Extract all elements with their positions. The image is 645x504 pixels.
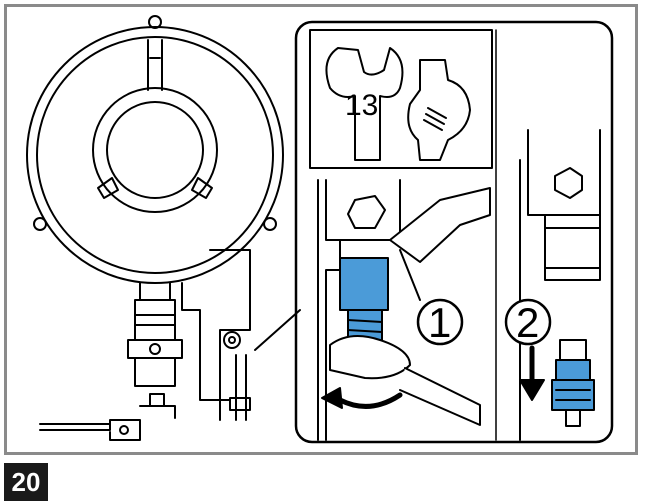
detail-panel (294, 20, 614, 444)
step1-illustration (317, 179, 491, 441)
burner-illustration: 13 1 (26, 15, 614, 444)
callout-2-label: 2 (516, 299, 539, 346)
rotate-arrow-icon (337, 392, 403, 409)
callout-1-label: 1 (428, 299, 451, 346)
adjustable-wrench-icon (407, 59, 471, 161)
open-end-wrench-icon (325, 47, 404, 161)
burner-assembly (26, 15, 301, 441)
step2-illustration (519, 129, 601, 441)
step-number-badge: 20 (4, 463, 48, 501)
callout-2-circle (504, 298, 552, 346)
wrench-size-label: 13 (345, 89, 378, 122)
callout-1-circle (416, 298, 464, 346)
